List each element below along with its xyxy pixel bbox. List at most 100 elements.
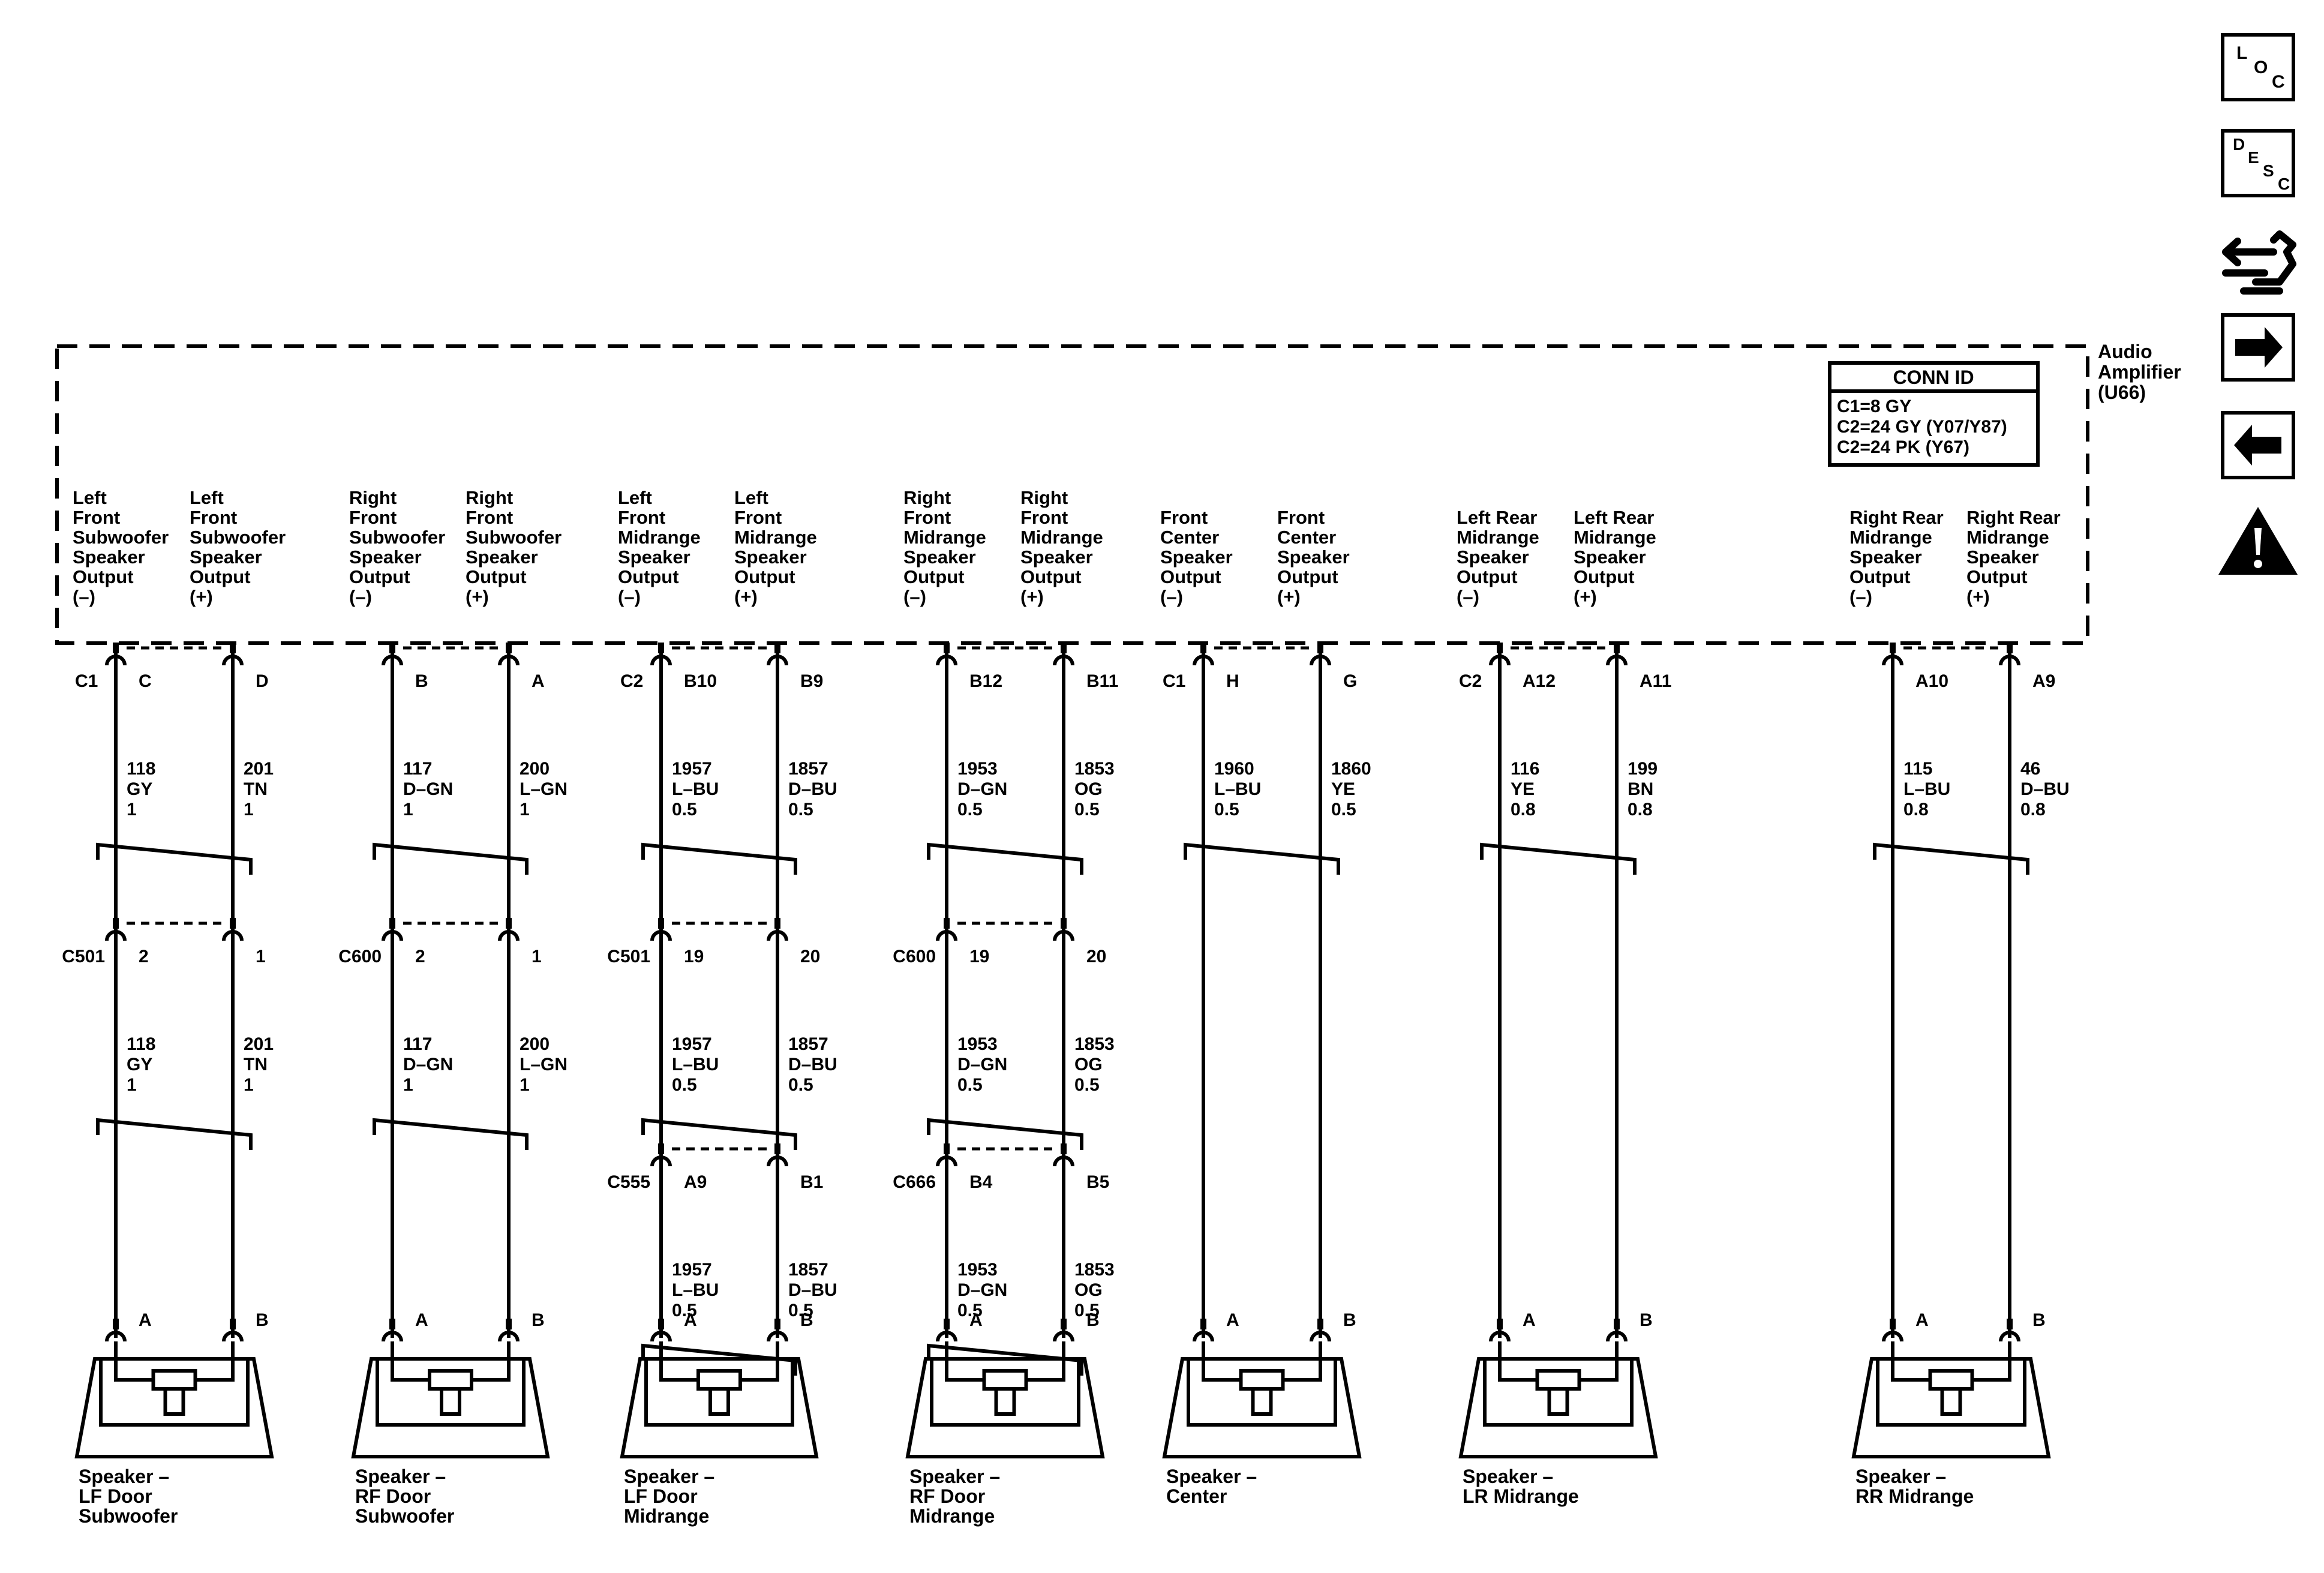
connector-cup [382,1331,403,1342]
conn-id-line: C2=24 GY (Y07/Y87) [1837,417,2007,437]
twisted-pair-mark [927,842,1083,875]
wire-spec: TN [244,1055,268,1074]
pin-label-line: Speaker [734,547,807,568]
wire-spec: 1953 [957,759,998,779]
pin-label-line: (+) [1277,586,1301,607]
wire-spec: YE [1331,779,1355,799]
pin-id: A [969,1310,983,1330]
pin-label-line: Speaker [1160,547,1233,568]
speaker-inner [1483,1357,1634,1427]
pin-label-line: Right Rear [1966,507,2061,528]
wire-spec: 0.5 [788,1075,813,1095]
speaker-cone [994,1387,1016,1416]
speaker-label-line: RR Midrange [1855,1485,1974,1507]
wire-spec: 1960 [1214,759,1254,779]
pin-label-line: Midrange [903,527,986,548]
warning-icon [2218,507,2298,575]
connector-cup [1310,1331,1331,1342]
connector-cup [767,1331,788,1342]
twisted-pair-mark [641,1118,797,1150]
wire-spec: 1 [244,1075,254,1095]
amplifier-name-line: Amplifier [2098,361,2181,383]
twisted-pair-mark [927,1343,1083,1376]
pin-label-line: Front [618,507,665,528]
speaker-cone [1547,1387,1569,1416]
connector-cup [1882,1331,1903,1342]
connector-id: C600 [893,947,936,966]
wire-spec: 1 [403,800,413,819]
wire-spec: 0.8 [1628,800,1653,819]
pin-label-line: Front [349,507,397,528]
speaker-magnet [1928,1369,1974,1391]
pin-label-line: Output [190,566,251,587]
wire-spec: 1 [127,800,137,819]
speaker-label: Speaker –RR Midrange [1855,1466,1974,1507]
speaker-label-line: Midrange [624,1505,709,1527]
pin-label-line: Speaker [466,547,538,568]
wire-spec: 117 [403,759,432,779]
connector-cup [1193,1331,1214,1342]
pin-id: B [1640,1310,1653,1330]
wire-spec: L–GN [520,779,568,799]
pin-id: A [139,1310,152,1330]
pin-id: A9 [684,1172,707,1192]
connector-id: C501 [607,947,650,966]
wire-spec: 1857 [788,759,828,779]
wire-spec: 0.8 [1903,800,1929,819]
conn-id-title: CONN ID [1893,367,1974,388]
twisted-pair-mark [927,1118,1083,1150]
wire-spec: 0.5 [957,1075,983,1095]
pin-label-line: Midrange [1020,527,1103,548]
wire-spec: GY [127,1055,152,1074]
pin-label-line: (+) [1020,586,1044,607]
pin-label-line: Front [190,507,237,528]
amplifier-box [55,344,2089,645]
pin-id: B [415,671,428,691]
pin-label-line: Output [1966,566,2028,587]
twisted-pair-mark [1873,842,2029,875]
pin-id: 19 [969,947,989,966]
speaker-magnet [696,1369,742,1391]
pin-label-line: Center [1277,527,1336,548]
pin-id: 20 [1086,947,1106,966]
connector-cup [498,1331,520,1342]
wire-spec: 1 [520,800,530,819]
connector-cup [936,1155,957,1167]
wire-spec: 0.5 [672,1075,697,1095]
speaker-inner [930,1357,1080,1427]
speaker-label: Speaker –Center [1166,1466,1257,1507]
twisted-pair-mark [641,1343,797,1376]
connector-cup [105,655,127,666]
wire-spec: 0.5 [957,800,983,819]
desc-glyph: D [2233,135,2245,154]
connector-cup [105,1331,127,1342]
pin-id: B [256,1310,269,1330]
speaker-label-line: LR Midrange [1463,1485,1579,1507]
pin-label-line: Left Rear [1457,507,1537,528]
speaker-label-line: Speaker – [624,1466,714,1487]
wire-spec: 1857 [788,1260,828,1280]
wire-spec: 0.8 [1511,800,1536,819]
wire-spec: 201 [244,1034,274,1054]
wire-spec: 0.5 [672,1301,697,1320]
speaker-inner [1187,1357,1337,1427]
pin-id: A [684,1310,697,1330]
wire-spec: OG [1074,779,1103,799]
wire-spec: L–BU [672,1280,719,1300]
wire-spec: 0.5 [1214,800,1239,819]
pin-id: 1 [532,947,542,966]
connector-cup [105,930,127,941]
connector-cup [1310,655,1331,666]
wire-spec: L–GN [520,1055,568,1074]
connector-id: C1 [1163,671,1185,691]
